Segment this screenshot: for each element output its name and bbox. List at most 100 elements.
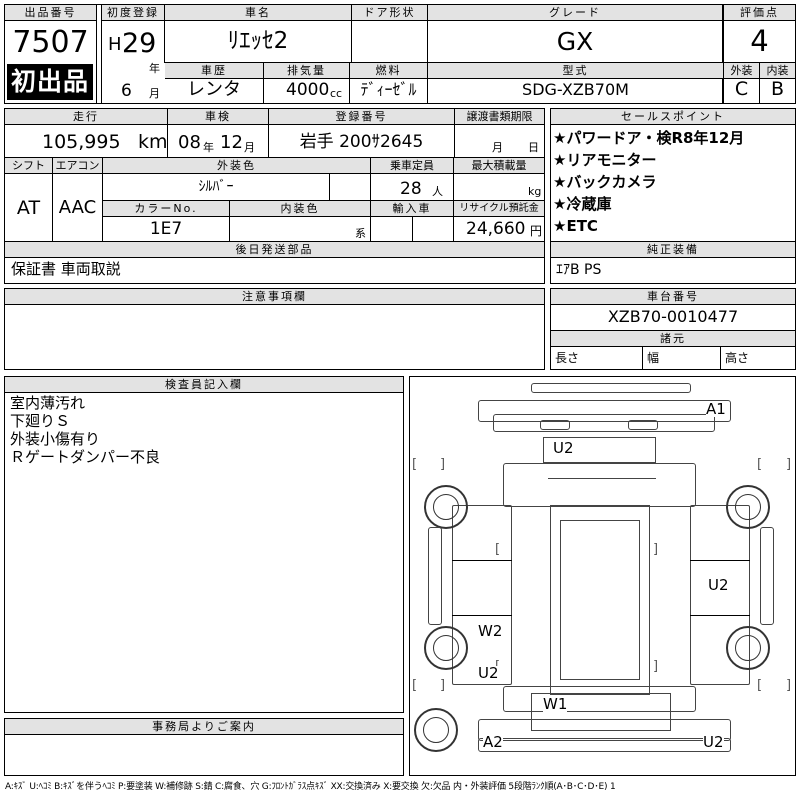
displacement-label: 排気量 (264, 63, 349, 79)
displacement-value: 4000 (286, 80, 330, 100)
side-panel-right (760, 527, 774, 625)
interior-color-label: 内装色 (230, 201, 370, 217)
later-parts-label: 後日発送部品 (5, 242, 544, 258)
first-reg-label: 初度登録 (102, 5, 164, 21)
interior-color-unit: 系 (355, 227, 366, 240)
transfer-docs-label: 譲渡書類期限 (455, 109, 544, 125)
exterior-grade-value: C (734, 78, 749, 100)
shaken-month-unit: 月 (244, 141, 255, 154)
capacity-value: 28 (400, 179, 422, 199)
mark-rear-right: U2 (703, 733, 724, 751)
exterior-grade-label: 外装 (724, 63, 759, 79)
bracket-rr: [ (757, 678, 763, 693)
aircon-label: エアコン (53, 158, 102, 174)
bracket-fr2: ] (786, 457, 792, 472)
first-reg-year: 29 (122, 28, 157, 59)
shaken-label: 車検 (168, 109, 268, 125)
sales-point-1: ★パワードア・検R8年12月 (553, 129, 745, 147)
mileage-unit: km (138, 131, 168, 153)
model-value: SDG-XZB70M (522, 80, 629, 99)
history-value: レンタ (187, 79, 241, 100)
sales-point-3: ★バックカメラ (553, 173, 657, 191)
sales-point-5: ★ETC (553, 217, 598, 235)
notes-label: 注意事項欄 (5, 289, 544, 305)
registration-label: 登録番号 (269, 109, 454, 125)
lot-number: 7507 (12, 25, 89, 60)
standard-equipment-value: ｴｱB PS (556, 262, 602, 278)
diagram-rear-window (503, 686, 696, 712)
import-label: 輸入車 (371, 201, 453, 217)
transfer-docs-day-unit: 日 (528, 141, 539, 154)
interior-grade-label: 内装 (760, 63, 795, 79)
wheel-front-right (726, 485, 770, 529)
sales-point-4: ★冷蔵庫 (553, 195, 612, 213)
shaken-year: 08 (178, 132, 201, 153)
model-label: 型式 (428, 63, 723, 79)
interior-grade-value: B (770, 78, 785, 100)
bracket-m1: [ (495, 542, 501, 557)
office-label: 事務局よりご案内 (5, 719, 403, 735)
inspector-line-4: Ｒゲートダンパー不良 (10, 448, 161, 466)
lot-label: 出品番号 (5, 5, 96, 21)
bracket-rl: [ (412, 678, 418, 693)
legend-text: A:ｷｽﾞ U:ﾍｺﾐ B:ｷｽﾞを伴うﾍｺﾐ P:要塗装 W:補修跡 S:錆 … (5, 782, 616, 792)
displacement-unit: cc (330, 87, 343, 100)
recycle-unit: 円 (530, 224, 543, 238)
max-load-label: 最大積載量 (454, 158, 544, 174)
mark-left-w: W2 (478, 622, 503, 640)
exterior-color-value: ｼﾙﾊﾞｰ (198, 179, 234, 195)
wheel-rear-left (424, 626, 468, 670)
office-block (4, 718, 404, 776)
chassis-value: XZB70-0010477 (607, 307, 739, 326)
transfer-docs-month-unit: 月 (492, 141, 503, 154)
diagram-windshield-divider (548, 463, 656, 479)
bracket-m2: ] (653, 542, 659, 557)
diagram-front-bumper-inner (493, 414, 715, 432)
first-reg-month-unit: 月 (149, 87, 160, 100)
sales-points-block (550, 108, 796, 284)
shaken-year-unit: 年 (203, 141, 214, 154)
mark-front-upper: U2 (553, 439, 574, 457)
first-listing-badge: 初出品 (7, 64, 93, 100)
bracket-rl2: ] (440, 678, 446, 693)
mileage-label: 走行 (5, 109, 167, 125)
diagram-front-bumper (478, 400, 731, 422)
diagram-body-left (452, 505, 512, 685)
vehicle-info-block (4, 108, 545, 284)
sales-point-2: ★リアモニター (553, 151, 657, 169)
shaken-month: 12 (220, 132, 243, 153)
diagram-rear-bumper-bottom (478, 738, 731, 752)
fuel-label: 燃料 (350, 63, 427, 79)
spec-width-label: 幅 (647, 351, 660, 365)
chassis-block (550, 288, 796, 370)
grade-value: GX (556, 27, 594, 56)
first-reg-year-unit: 年 (149, 62, 160, 75)
spec-length-label: 長さ (555, 351, 580, 365)
fuel-value: ﾃﾞｨｰｾﾞﾙ (360, 80, 417, 99)
diagram-front-bumper-top (531, 383, 691, 393)
spec-height-label: 高さ (725, 351, 750, 365)
shift-value: AT (16, 197, 41, 219)
history-label: 車歴 (165, 63, 263, 79)
side-panel-left (428, 527, 442, 625)
first-reg-month: 6 (121, 81, 132, 101)
color-no-value: 1E7 (149, 219, 183, 239)
color-no-label: カラーNo. (103, 201, 229, 217)
diagram-rear-bumper (478, 719, 731, 741)
damage-diagram (409, 376, 796, 776)
exterior-color-label: 外装色 (103, 158, 370, 174)
mark-front-right: A1 (706, 400, 726, 418)
score-value: 4 (750, 24, 769, 58)
car-name-label: 車名 (165, 5, 351, 21)
aircon-value: AAC (58, 197, 97, 218)
notes-block (4, 288, 545, 370)
inspector-line-1: 室内薄汚れ (10, 394, 86, 412)
capacity-label: 乗車定員 (371, 158, 453, 174)
mark-left-u: U2 (478, 664, 499, 682)
registration-value: 岩手 200ｻ2645 (299, 132, 424, 152)
inspector-block (4, 376, 404, 713)
first-reg-era: H (108, 34, 122, 55)
diagram-roof (550, 505, 650, 695)
recycle-label: リサイクル預託金 (454, 201, 544, 217)
wheel-front-left (424, 485, 468, 529)
